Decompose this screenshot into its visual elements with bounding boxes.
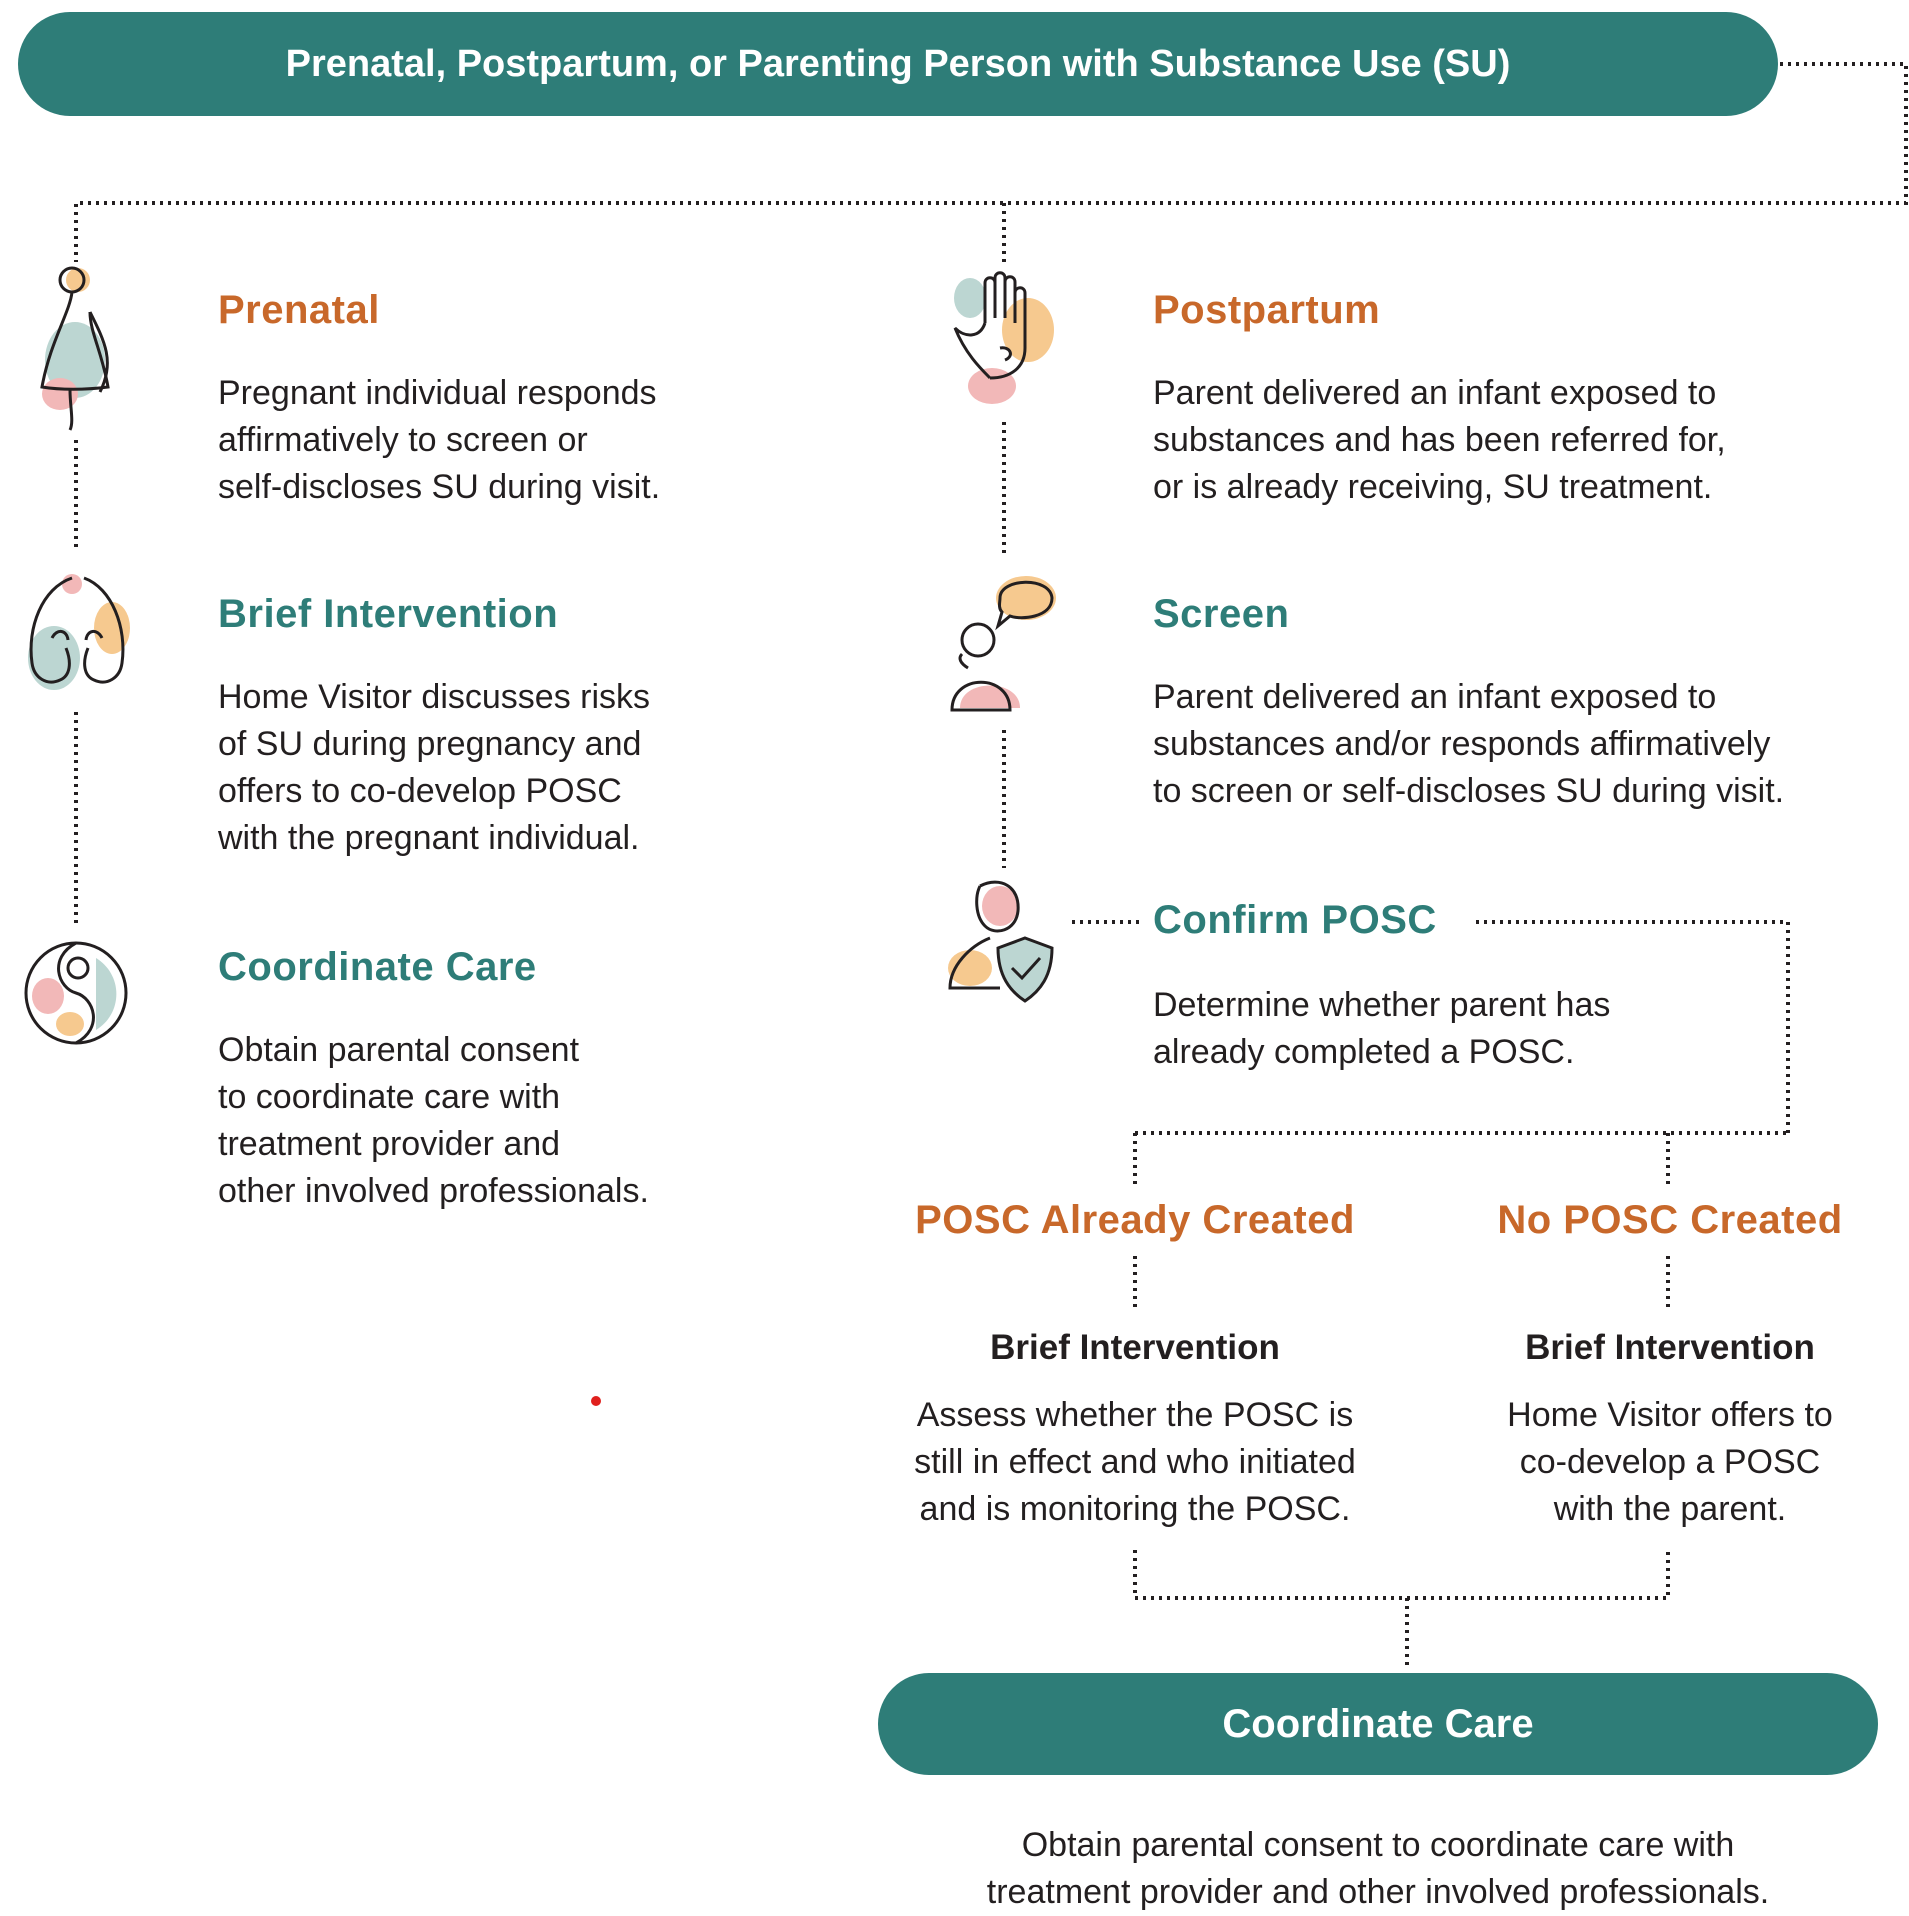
text-line: of SU during pregnancy and <box>218 725 642 763</box>
text-line: Home Visitor discusses risks <box>218 678 651 716</box>
no-posc-created-title: No POSC Created <box>1497 1198 1843 1242</box>
text-line: Determine whether parent has <box>1153 986 1611 1024</box>
screen-title: Screen <box>1153 592 1290 636</box>
posc-already-created-subtitle: Brief Intervention <box>990 1328 1280 1367</box>
text-line: treatment provider and <box>218 1125 561 1163</box>
text-line: Parent delivered an infant exposed to <box>1153 678 1717 716</box>
coordinate-care-left-title: Coordinate Care <box>218 945 537 989</box>
no-posc-created-description: Home Visitor offers to co-develop a POSC… <box>1460 1392 1880 1533</box>
brief-intervention-description: Home Visitor discusses risks of SU durin… <box>218 674 758 862</box>
text-line: or is already receiving, SU treatment. <box>1153 468 1713 506</box>
text-line: Home Visitor offers to <box>1507 1396 1833 1434</box>
coordinate-care-bottom-description: Obtain parental consent to coordinate ca… <box>878 1822 1878 1916</box>
person-shield-check-icon <box>948 880 1054 1003</box>
text-line: Obtain parental consent <box>218 1031 580 1069</box>
coordinate-care-left-description: Obtain parental consent to coordinate ca… <box>218 1027 758 1215</box>
postpartum-title: Postpartum <box>1153 288 1381 332</box>
prenatal-description: Pregnant individual responds affirmative… <box>218 370 758 511</box>
text-line: affirmatively to screen or <box>218 421 588 459</box>
pregnant-person-icon <box>40 266 110 431</box>
text-line: with the pregnant individual. <box>218 819 640 857</box>
text-line: treatment provider and other involved pr… <box>986 1873 1770 1911</box>
header-banner: Prenatal, Postpartum, or Parenting Perso… <box>18 12 1778 116</box>
posc-already-created-title: POSC Already Created <box>915 1198 1355 1242</box>
text-line: still in effect and who initiated <box>914 1443 1356 1481</box>
text-line: with the parent. <box>1553 1490 1787 1528</box>
text-line: Parent delivered an infant exposed to <box>1153 374 1717 412</box>
confirm-posc-description: Determine whether parent has already com… <box>1153 982 1753 1076</box>
text-line: Pregnant individual responds <box>218 374 657 412</box>
text-line: Obtain parental consent to coordinate ca… <box>1021 1826 1735 1864</box>
text-line: co-develop a POSC <box>1519 1443 1821 1481</box>
text-line: substances and/or responds affirmatively <box>1153 725 1771 763</box>
text-line: substances and has been referred for, <box>1153 421 1726 459</box>
brief-intervention-title: Brief Intervention <box>218 592 559 636</box>
linked-circle-icon <box>24 941 128 1045</box>
text-line: offers to co-develop POSC <box>218 772 622 810</box>
text-line: other involved professionals. <box>218 1172 649 1210</box>
speech-bubble-person-icon <box>950 576 1056 712</box>
raised-hand-icon <box>953 271 1054 404</box>
text-line: to coordinate care with <box>218 1078 561 1116</box>
coordinate-care-banner: Coordinate Care <box>878 1673 1878 1775</box>
text-line: already completed a POSC. <box>1153 1033 1575 1071</box>
text-line: to screen or self-discloses SU during vi… <box>1153 772 1785 810</box>
text-line: and is monitoring the POSC. <box>919 1490 1351 1528</box>
confirm-posc-title: Confirm POSC <box>1153 898 1437 942</box>
caring-hands-icon <box>28 574 130 690</box>
postpartum-description: Parent delivered an infant exposed to su… <box>1153 370 1873 511</box>
text-line: Assess whether the POSC is <box>916 1396 1354 1434</box>
coordinate-care-banner-title: Coordinate Care <box>1222 1701 1534 1746</box>
screen-description: Parent delivered an infant exposed to su… <box>1153 674 1893 815</box>
posc-already-created-description: Assess whether the POSC is still in effe… <box>870 1392 1400 1533</box>
no-posc-created-subtitle: Brief Intervention <box>1525 1328 1815 1367</box>
prenatal-title: Prenatal <box>218 288 380 332</box>
text-line: self-discloses SU during visit. <box>218 468 661 506</box>
header-title: Prenatal, Postpartum, or Parenting Perso… <box>285 42 1511 85</box>
